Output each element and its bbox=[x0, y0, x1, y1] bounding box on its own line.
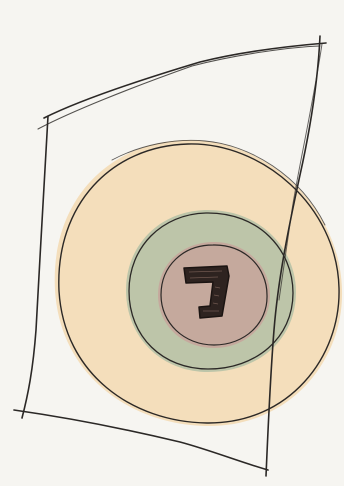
boundary-top-edge-2 bbox=[38, 46, 320, 129]
boundary-left-edge bbox=[22, 116, 48, 418]
